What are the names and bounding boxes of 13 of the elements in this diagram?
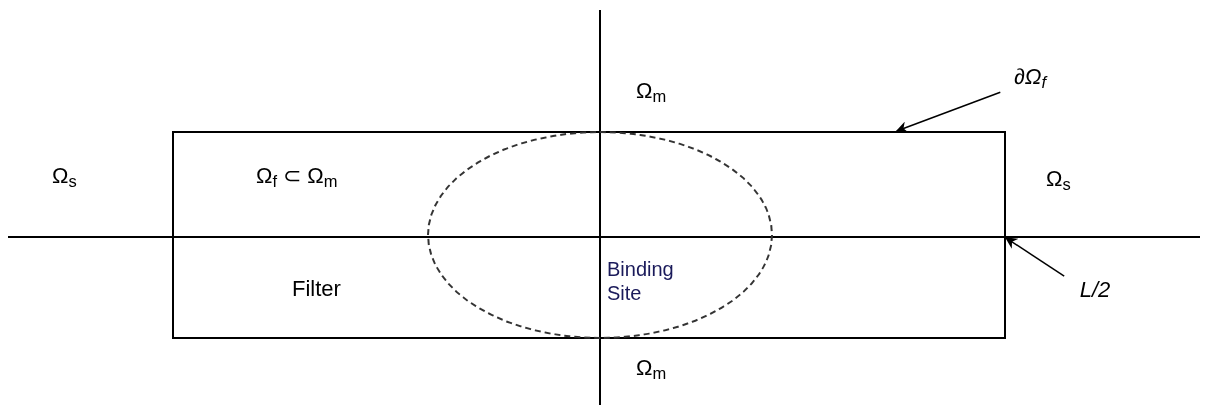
- region-label: Ω$_{m}$: [636, 357, 667, 379]
- region-label: Binding Site: [607, 257, 675, 305]
- leader-arrow: [1005, 237, 1065, 277]
- region-label: Ω$_{m}$: [636, 80, 667, 102]
- region-label: Ω$_{f}$ ⊂ Ω$_{m}$: [256, 165, 338, 187]
- region-label: Filter: [292, 278, 341, 300]
- region-label: Ω$_{s}$: [1046, 168, 1071, 190]
- leader-text: L/2: [1060, 272, 1130, 306]
- region-label: Ω$_{s}$: [52, 165, 77, 187]
- filter-rectangle: [172, 131, 1006, 339]
- leader-arrow: [895, 91, 1002, 133]
- leader-text: ∂Ω$_{f}$: [985, 58, 1075, 94]
- binding-site-circle: [427, 131, 773, 339]
